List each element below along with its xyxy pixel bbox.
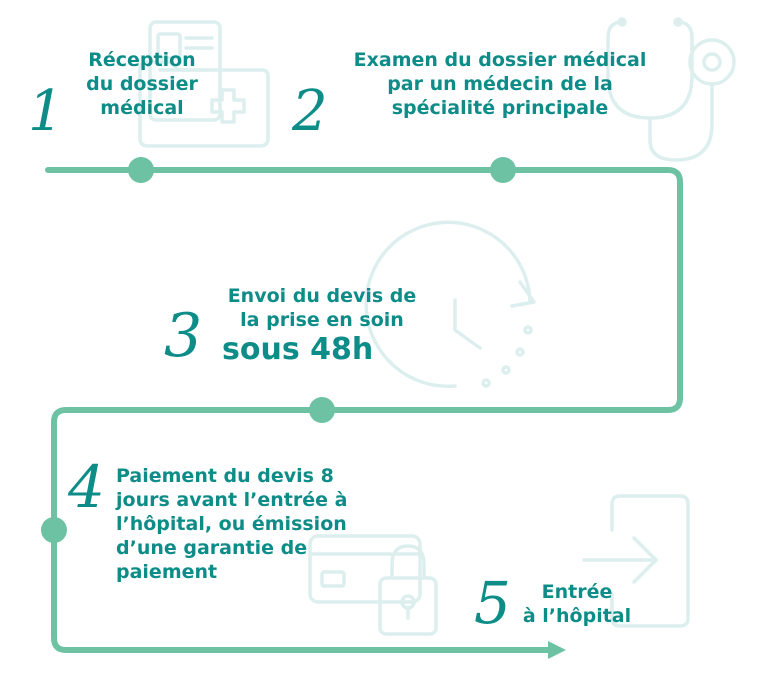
- step-label-2: Examen du dossier médical par un médecin…: [353, 49, 647, 119]
- clock-refresh-icon: [364, 220, 536, 389]
- stethoscope-icon: [606, 17, 736, 162]
- credit-card-lock-icon: [308, 534, 438, 636]
- step-3-highlight: sous 48h: [222, 332, 374, 367]
- milestone-dot-1: [128, 157, 154, 183]
- process-path: [45, 167, 683, 653]
- step-label-3: Envoi du devis de la prise en soin sous …: [204, 284, 440, 368]
- step-number-3: 3: [164, 301, 203, 371]
- step-number-5: 5: [474, 569, 511, 637]
- milestone-dot-3: [309, 397, 335, 423]
- door-enter-icon: [582, 494, 690, 628]
- step-label-5: Entrée à l’hôpital: [522, 581, 632, 627]
- medical-folder-icon: [138, 20, 270, 148]
- step-number-1: 1: [28, 79, 64, 144]
- step-label-4: Paiement du devis 8 jours avant l’entrée…: [116, 465, 348, 583]
- path-arrowhead: [548, 641, 566, 659]
- step-number-4: 4: [68, 453, 105, 521]
- step-label-1: Réception du dossier médical: [86, 49, 198, 119]
- milestone-dot-2: [490, 157, 516, 183]
- milestone-dot-4: [41, 517, 67, 543]
- step-number-2: 2: [292, 79, 328, 144]
